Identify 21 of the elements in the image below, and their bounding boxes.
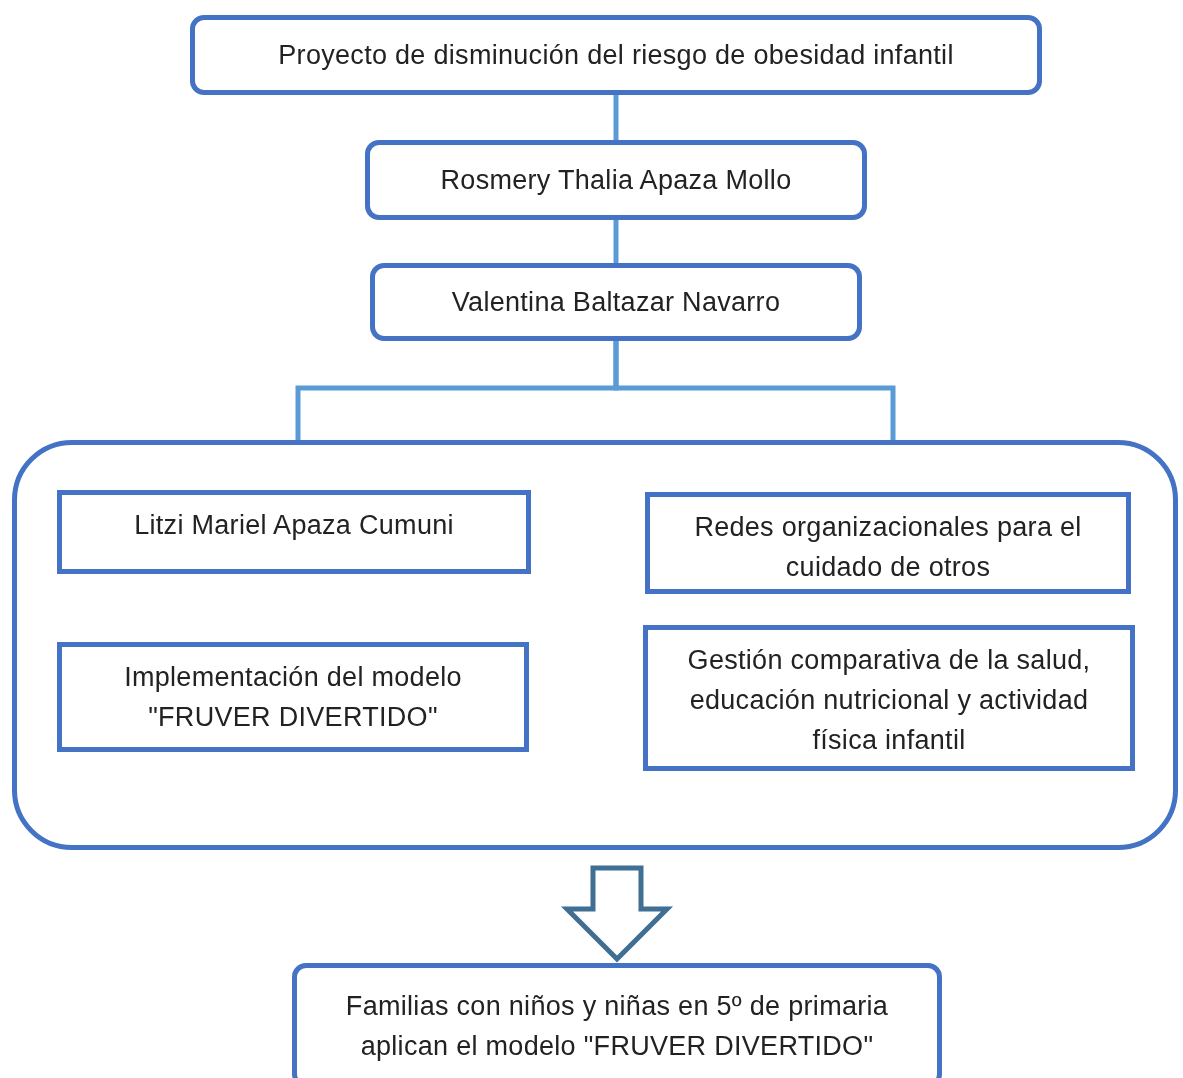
connector-line [613,341,896,440]
box-text: Implementación del modelo "FRUVER DIVERTIDO" [123,661,463,734]
process-box [365,140,867,220]
connector-line [613,95,619,140]
process-box [57,490,531,574]
process-box [57,642,529,752]
process-box [645,492,1131,594]
process-box [292,963,942,1078]
block-arrow [560,865,674,963]
box-text: Proyecto de disminución del riesgo de obesidad infantil [278,39,954,72]
box-text: Rosmery Thalia Apaza Mollo [440,164,792,197]
box-text: Litzi Mariel Apaza Cumuni [134,509,454,542]
process-box [190,15,1042,95]
box-text: Gestión comparativa de la salud, educación nutricional y actividad física infantil [686,644,1092,757]
process-box [643,625,1135,771]
box-text: Redes organizacionales para el cuidado de otros [693,511,1083,584]
connector-line [613,220,619,263]
process-box [370,263,862,341]
box-text: Valentina Baltazar Navarro [451,286,781,319]
group-container [12,440,1178,850]
box-text: Familias con niños y niñas en 5º de primaria aplican el modelo "FRUVER DIVERTIDO" [344,989,890,1063]
